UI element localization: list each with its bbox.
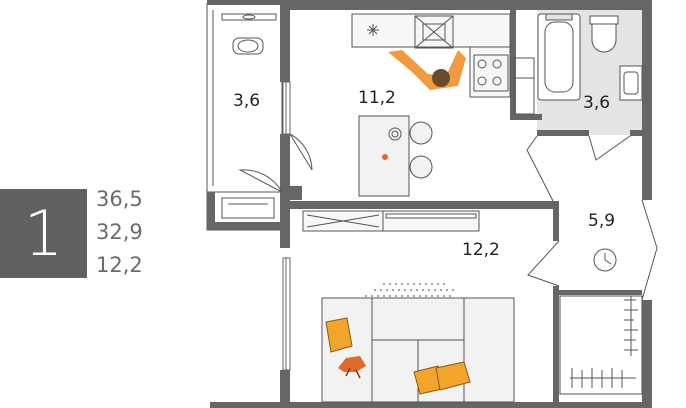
wardrobe-icon [559,295,643,395]
rooms-count-badge: 1 [0,189,87,278]
label-hall: 5,9 [588,211,615,231]
windows [282,81,291,371]
total-area: 36,5 [96,187,143,211]
sink-icon [367,24,379,36]
label-bathroom: 3,6 [583,93,610,113]
tv-cabinet [302,210,480,232]
washbasin-icon [619,65,643,101]
rooms-count: 1 [23,197,64,270]
doors [238,133,658,301]
clock-icon [593,248,617,272]
cat-icon [338,356,366,379]
bathtub-icon [537,13,581,101]
sofa-icon [321,297,515,403]
living-area: 32,9 [96,220,143,244]
kitchen-area: 12,2 [96,253,143,277]
pillow-icon [325,317,471,395]
label-loggia: 3,6 [233,91,260,111]
label-kitchen: 11,2 [358,88,396,108]
loggia-furniture [221,13,277,219]
dining-table [358,115,433,197]
label-living: 12,2 [462,240,500,260]
cook-person-icon [388,50,466,90]
toilet-icon [589,15,619,53]
stove-icon [414,15,454,49]
walls [207,0,652,408]
fridge-icon [513,57,535,115]
cooktop-icon [473,54,509,92]
